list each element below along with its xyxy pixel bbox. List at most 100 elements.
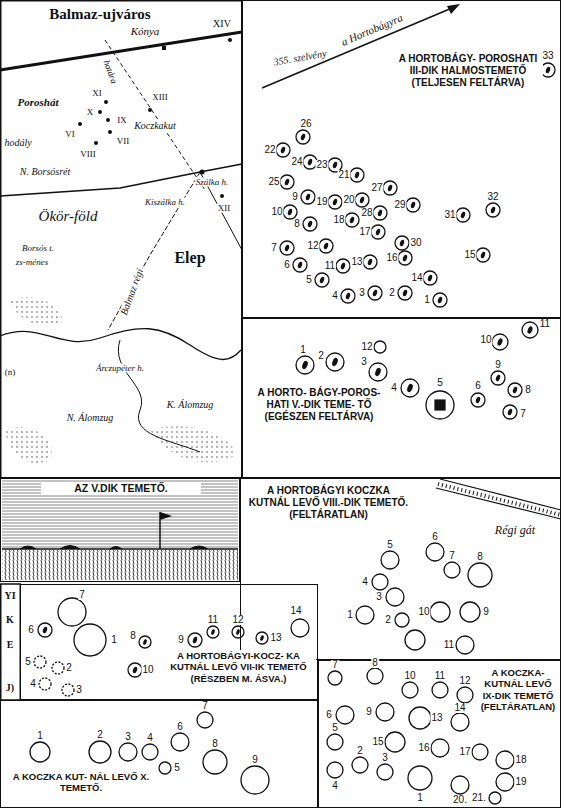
callout-number: 18	[514, 755, 527, 765]
mound-mark	[349, 216, 355, 224]
callout-number: 4	[361, 577, 369, 587]
callout-number: 16	[417, 743, 430, 753]
place-name: Borsós t.	[21, 244, 55, 253]
callout-number: 32	[486, 192, 499, 202]
map-stroke	[220, 194, 224, 198]
map-stroke	[20, 546, 208, 550]
callout-number: 31	[443, 210, 456, 220]
mound-mark	[385, 732, 405, 752]
place-name: Balmaz-ujváros	[48, 7, 151, 22]
place-name: Régi gát	[494, 524, 536, 536]
callout-number: 3	[381, 753, 389, 763]
callout-number: 26	[299, 119, 312, 129]
map-stroke	[2, 480, 238, 548]
place-name: Kiszálka h.	[144, 198, 186, 207]
map-stroke	[438, 484, 561, 515]
mound-mark	[507, 408, 513, 416]
callout-number: 14	[453, 703, 466, 713]
mound-mark	[363, 255, 377, 269]
callout-number: 3	[375, 592, 383, 602]
callout-number: 10	[479, 335, 492, 345]
callout-number: 6	[27, 625, 35, 635]
callout-number: 13	[269, 633, 282, 643]
place-name: VIII	[79, 150, 97, 159]
place-name: Elep	[173, 250, 206, 266]
mound-mark	[387, 184, 393, 192]
mound-mark	[377, 764, 393, 780]
mound-mark	[301, 190, 315, 204]
callout-number: 5	[331, 723, 339, 733]
callout-number: 12	[360, 342, 373, 352]
callout-number: 21	[337, 170, 350, 180]
map-stroke	[105, 40, 205, 190]
mound-mark	[437, 296, 443, 304]
plan-panel: AZ V.DIK TEMETŐ.	[0, 478, 240, 582]
callout-number: 7	[331, 660, 339, 670]
place-name: Árczupéter h.	[95, 364, 145, 373]
mound-mark	[345, 213, 359, 227]
callout-number: 9	[482, 607, 490, 617]
panel-title: A KOCZKA KUT- NÁL LEVŐ X. TEMETŐ.	[6, 771, 156, 794]
callout-number: 25	[267, 177, 280, 187]
callout-number: 2	[356, 746, 364, 756]
map-stroke	[200, 170, 205, 175]
callout-number: 7	[270, 243, 278, 253]
mound-mark	[496, 751, 514, 769]
callout-number: 7	[201, 701, 209, 711]
mound-mark	[300, 133, 306, 141]
callout-number: 2	[65, 663, 73, 673]
place-name: IX	[116, 116, 128, 125]
map-stroke	[1, 1, 242, 478]
callout-number: 11	[443, 640, 455, 650]
mound-mark	[345, 292, 351, 300]
mound-mark	[401, 379, 419, 397]
mound-mark	[368, 286, 382, 300]
callout-number: 8	[211, 739, 219, 749]
mound-mark	[456, 208, 470, 222]
place-name: (n)	[4, 368, 17, 377]
mound-mark	[328, 671, 342, 685]
callout-number: 29	[393, 200, 406, 210]
mound-mark	[34, 656, 46, 668]
callout-number: 3	[358, 288, 366, 298]
mound-mark	[305, 193, 311, 201]
mound-mark	[468, 563, 492, 587]
callout-number: 9	[494, 360, 502, 370]
mound-mark	[374, 367, 382, 377]
mound-mark	[395, 613, 409, 627]
callout-number: 33	[541, 51, 554, 61]
mound-mark	[336, 706, 354, 724]
mound-mark	[375, 228, 381, 236]
map-stroke	[440, 479, 561, 510]
mound-mark	[408, 766, 432, 790]
mound-mark	[372, 289, 378, 297]
mound-mark	[301, 360, 309, 370]
map-stroke	[0, 329, 241, 360]
mound-mark	[38, 623, 52, 637]
mound-mark	[30, 742, 50, 762]
mound-mark	[280, 175, 294, 189]
callout-number: 10	[141, 665, 154, 675]
callout-number: 1	[299, 345, 307, 355]
panel-title: A HORTOBÁGY- POROSHATI III-DIK HALMOSTEM…	[393, 53, 543, 89]
mound-mark	[319, 239, 333, 253]
callout-number: 9	[365, 707, 373, 717]
mound-mark	[367, 668, 383, 684]
callout-number: 8	[293, 219, 301, 229]
map-stroke	[228, 38, 232, 42]
mound-mark	[395, 236, 409, 250]
mound-mark	[159, 762, 171, 774]
mound-mark	[402, 682, 418, 698]
panel-title: A HORTO- BÁGY-POROS- HATI V.-DIK TEME- T…	[255, 387, 383, 423]
plan-panel: A HORTOBÁGYI KOCZKA KUTNÁL LEVŐ VIII.-DI…	[240, 478, 561, 660]
mound-mark	[383, 181, 397, 195]
place-name: Ökör-föld	[38, 209, 99, 224]
mound-mark	[296, 130, 310, 144]
mound-mark	[399, 239, 405, 247]
callout-number: 9	[251, 755, 259, 765]
plan-panel: A HORTO- BÁGY-POROS- HATI V.-DIK TEME- T…	[242, 318, 561, 478]
callout-number: 5	[436, 378, 444, 388]
mound-mark	[456, 636, 474, 654]
callout-number: 10	[417, 607, 430, 617]
callout-number: 2	[317, 351, 325, 361]
